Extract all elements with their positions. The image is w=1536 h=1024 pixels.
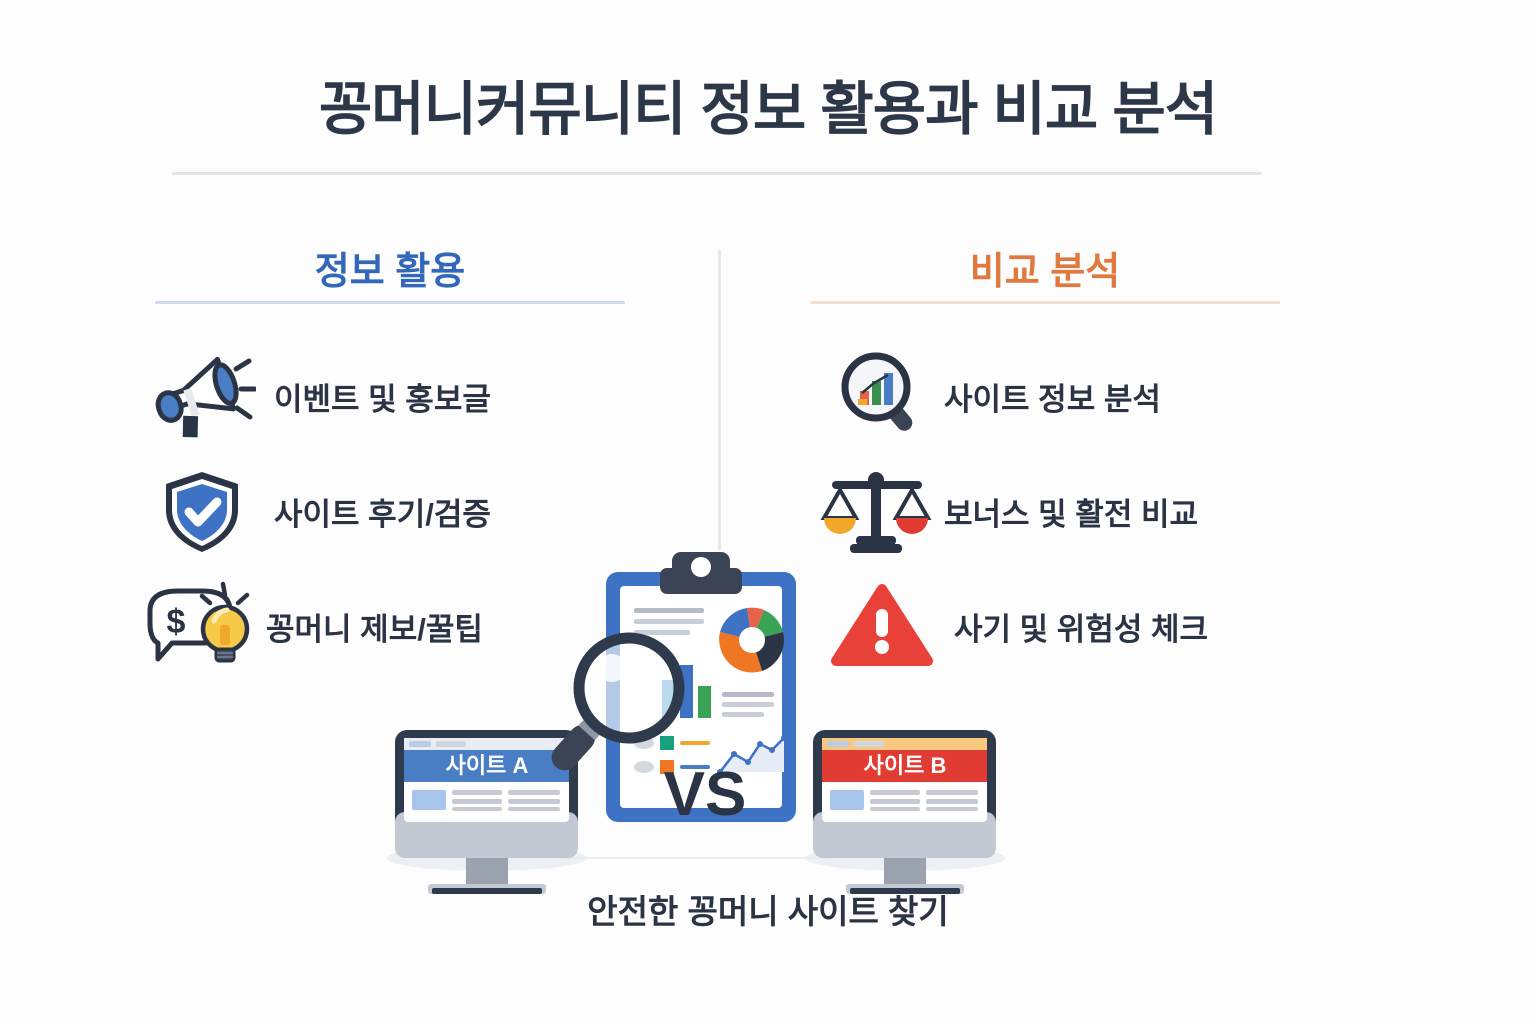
feature-item-risk-check: 사기 및 위험성 체크 — [828, 578, 1208, 674]
svg-text:$: $ — [167, 603, 186, 641]
title-divider — [172, 172, 1262, 175]
feature-label: 꽁머니 제보/꿀팁 — [266, 611, 483, 647]
monitor-site-a: 사이트 A — [395, 730, 578, 894]
feature-label: 이벤트 및 홍보글 — [274, 381, 491, 417]
balance-scale-icon — [818, 466, 932, 556]
magnifier-chart-icon — [818, 351, 926, 441]
megaphone-icon — [148, 351, 256, 441]
page-title: 꽁머니커뮤니티 정보 활용과 비교 분석 — [318, 77, 1218, 142]
vs-label: VS — [664, 760, 747, 829]
svg-text:사이트 B: 사이트 B — [864, 753, 947, 778]
right-column-heading: 비교 분석 — [969, 251, 1121, 293]
magnifier-icon — [551, 632, 685, 771]
monitor-site-b: 사이트 B — [813, 730, 996, 894]
left-column-heading: 정보 활용 — [314, 251, 466, 293]
feature-label: 사이트 후기/검증 — [274, 496, 491, 532]
feature-item-bonus-compare: 보너스 및 활전 비교 — [818, 463, 1198, 559]
feature-label: 사기 및 위험성 체크 — [954, 611, 1208, 647]
column-divider — [718, 250, 721, 550]
feature-label: 사이트 정보 분석 — [944, 381, 1161, 417]
shield-check-icon — [148, 466, 256, 556]
left-heading-underline — [155, 301, 625, 304]
feature-item-tips: $ 꽁머니 제보/꿀팁 — [140, 578, 483, 674]
feature-label: 보너스 및 활전 비교 — [944, 496, 1198, 532]
feature-item-site-analysis: 사이트 정보 분석 — [818, 348, 1161, 444]
comparison-illustration: 사이트 A 사이트 B — [0, 540, 1536, 940]
feature-item-event-promo: 이벤트 및 홍보글 — [148, 348, 491, 444]
warning-triangle-icon — [828, 581, 936, 671]
feature-item-site-review: 사이트 후기/검증 — [148, 463, 491, 559]
svg-text:사이트 A: 사이트 A — [446, 753, 529, 778]
right-heading-underline — [810, 301, 1280, 304]
scene-caption: 안전한 꽁머니 사이트 찾기 — [587, 893, 949, 930]
speech-bubble-lightbulb-icon: $ — [140, 581, 250, 671]
